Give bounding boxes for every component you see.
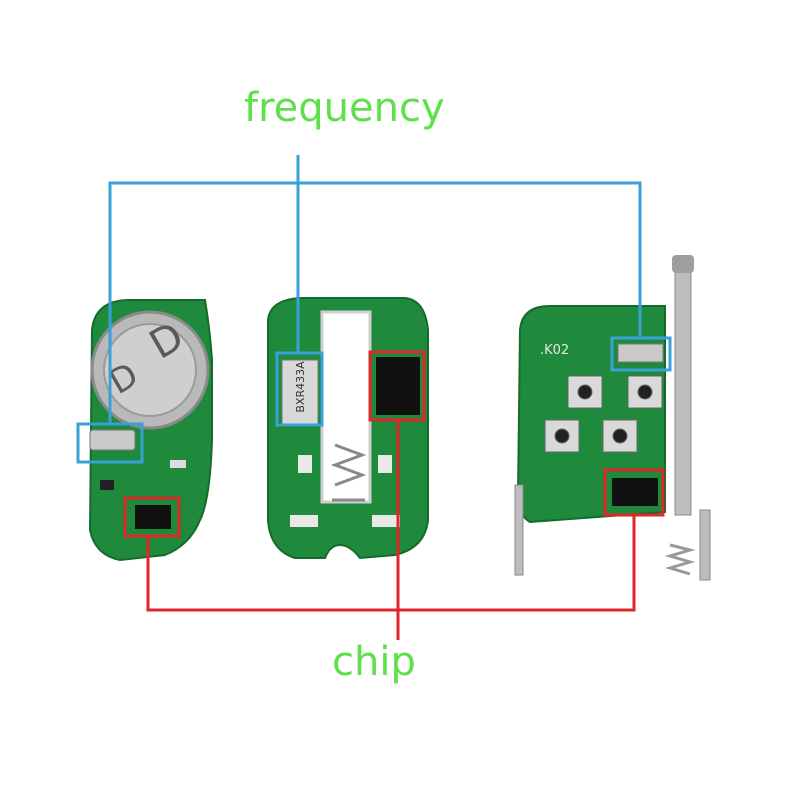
crystal-marking: BXR433A — [294, 361, 307, 413]
chip-annotation — [123, 350, 665, 640]
left-remote-board: D D — [88, 299, 213, 562]
frequency-annotation — [76, 155, 672, 464]
middle-remote-board: BXR433A — [267, 297, 429, 560]
left-chip-box — [123, 496, 181, 538]
tactile-buttons — [544, 375, 663, 453]
frequency-bracket-line — [108, 181, 642, 424]
left-resonator — [89, 429, 136, 451]
right-chip — [612, 478, 658, 506]
right-remote-board: .K02 — [514, 255, 711, 581]
battery-window — [320, 310, 372, 504]
antenna — [674, 269, 692, 516]
middle-crystal — [281, 359, 319, 427]
middle-chip — [376, 357, 420, 415]
right-resonator — [617, 343, 664, 363]
frequency-label: frequency — [244, 85, 445, 131]
chip-bracket-line — [146, 515, 636, 612]
chip-label: chip — [332, 639, 416, 685]
left-chip — [135, 505, 171, 529]
board-code: .K02 — [540, 343, 569, 358]
